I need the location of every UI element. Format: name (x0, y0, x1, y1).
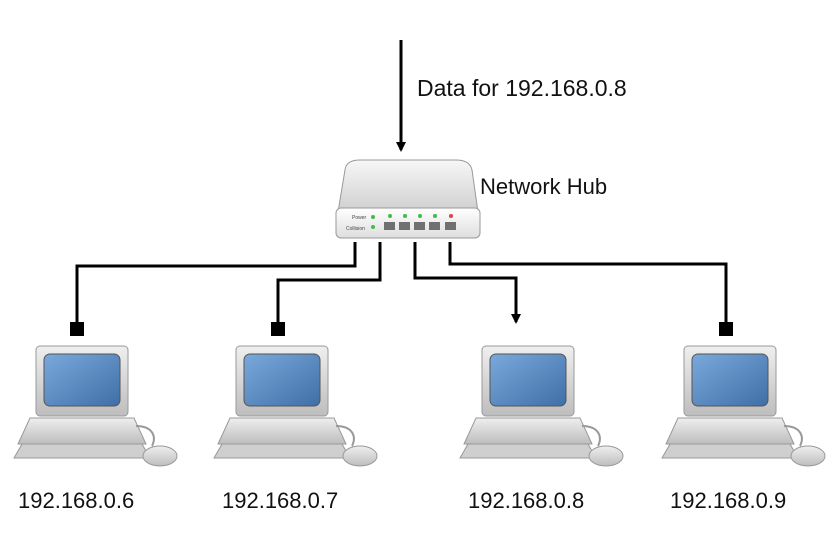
cables (75, 242, 728, 325)
cable-connector-icon (70, 322, 84, 336)
cable-to-192-168-0-7 (276, 242, 382, 325)
port-led-icon (418, 214, 422, 218)
cable-to-192-168-0-9 (448, 242, 728, 325)
port-led-icon (433, 214, 437, 218)
power-led-icon (371, 215, 375, 219)
port-led-icon (403, 214, 407, 218)
computer-192-168-0-8 (459, 345, 624, 467)
cable-connector-icon (719, 322, 733, 336)
hub-power-text: Power (352, 215, 367, 221)
ip-label-192-168-0-9: 192.168.0.9 (670, 488, 787, 513)
cable-connector-icon (271, 322, 285, 336)
hub-port-icon (445, 222, 456, 230)
cable-to-192-168-0-6 (75, 242, 357, 325)
hub-port-icon (414, 222, 425, 230)
computer-192-168-0-9 (661, 345, 826, 467)
ip-label-192-168-0-8: 192.168.0.8 (468, 488, 585, 513)
ip-label-192-168-0-7: 192.168.0.7 (222, 488, 339, 513)
hub-collision-text: Collision (346, 226, 365, 232)
ip-label-192-168-0-6: 192.168.0.6 (18, 488, 135, 513)
hub-port-icon (429, 222, 440, 230)
port-led-icon (449, 214, 453, 218)
hub-port-icon (399, 222, 410, 230)
cable-to-192-168-0-8 (413, 242, 521, 324)
computer-192-168-0-7 (213, 345, 378, 467)
hub-port-icon (384, 222, 395, 230)
computer-192-168-0-6 (13, 345, 178, 467)
collision-led-icon (371, 225, 375, 229)
network-hub-device: Power Collision (335, 159, 481, 239)
port-led-icon (388, 214, 392, 218)
network-hub-label: Network Hub (480, 174, 608, 199)
data-destination-label: Data for 192.168.0.8 (417, 75, 627, 101)
